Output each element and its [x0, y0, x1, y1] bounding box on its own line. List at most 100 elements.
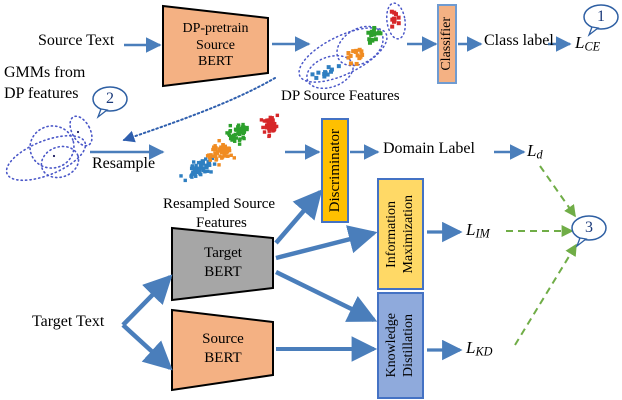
loss-im: LIM: [466, 220, 490, 242]
callout-1[interactable]: 1: [597, 8, 605, 25]
scatter-point: [206, 169, 210, 173]
scatter-point: [195, 166, 199, 171]
scatter-point: [209, 153, 213, 157]
dp-source-feature-ellipses: [298, 2, 407, 90]
scatter-point: [214, 154, 218, 159]
callout-bubble-1: [583, 4, 619, 37]
scatter-point: [234, 136, 239, 140]
loss-d-base: L: [527, 141, 537, 160]
scatter-point: [267, 134, 271, 139]
scatter-point: [226, 154, 230, 158]
scatter-point: [198, 164, 203, 168]
scatter-point: [265, 118, 269, 122]
scatter-point: [261, 125, 265, 130]
scatter-point: [212, 145, 216, 149]
scatter-point: [354, 61, 359, 66]
dp-pretrain-bert-shape[interactable]: [162, 4, 269, 88]
scatter-point: [189, 174, 193, 178]
callout-2[interactable]: 2: [106, 90, 114, 107]
scatter-point: [267, 128, 272, 132]
scatter-point: [325, 72, 330, 77]
callout-bubble-3: [571, 215, 607, 248]
label-domain-label: Domain Label: [383, 140, 475, 157]
label-resample: Resample: [92, 155, 156, 172]
loss-ce: LCE: [575, 33, 600, 55]
scatter-point: [202, 168, 206, 173]
scatter-point: [396, 15, 401, 20]
scatter-point: [367, 37, 372, 42]
scatter-point: [369, 29, 374, 34]
scatter-point: [346, 55, 351, 60]
target-bert-shape[interactable]: [171, 226, 274, 302]
scatter-point: [237, 129, 241, 133]
scatter-point: [396, 21, 401, 26]
scatter-point: [191, 160, 196, 164]
loss-kd: LKD: [466, 338, 492, 360]
scatter-point: [191, 170, 195, 174]
label-gmms-from: GMMs from: [4, 64, 86, 81]
scatter-point: [359, 49, 364, 54]
scatter-point: [237, 132, 242, 137]
scatter-point: [358, 54, 363, 59]
scatter-point: [227, 133, 232, 137]
dashed-lkd-to-total: [514, 243, 577, 346]
knowledge-distillation-shape[interactable]: [377, 292, 424, 399]
loss-d: Ld: [527, 141, 543, 163]
scatter-point: [194, 174, 198, 178]
label-target-text: Target Text: [32, 313, 105, 330]
scatter-point: [200, 166, 205, 170]
scatter-point: [241, 131, 245, 136]
scatter-point: [316, 70, 321, 75]
scatter-point: [237, 142, 242, 146]
loss-im-base: L: [466, 220, 476, 239]
scatter-point: [390, 24, 395, 29]
scatter-point: [215, 151, 220, 155]
scatter-point: [329, 67, 334, 72]
information-maximization-shape[interactable]: [377, 178, 424, 290]
scatter-point: [269, 119, 274, 123]
arrow-target-bert-to-infomax: [275, 225, 378, 261]
scatter-point: [219, 150, 224, 155]
scatter-point: [213, 151, 217, 155]
scatter-point: [267, 118, 271, 123]
scatter-point: [270, 124, 274, 129]
label-features: Features: [196, 215, 247, 231]
scatter-point: [223, 149, 227, 153]
source-bert-shape[interactable]: [171, 308, 274, 392]
scatter-point: [266, 120, 270, 125]
scatter-point: [268, 125, 272, 130]
scatter-point: [268, 115, 272, 120]
scatter-point: [209, 170, 213, 174]
gmm-ellipses-left: [5, 115, 93, 182]
dashed-ld-to-total: [539, 165, 576, 218]
arrow-dp-features-to-gmm: [122, 77, 276, 143]
callout-bubble-2: [92, 86, 128, 119]
scatter-point: [366, 30, 371, 35]
scatter-point: [193, 170, 197, 174]
scatter-point: [229, 153, 233, 157]
scatter-point: [233, 139, 237, 143]
scatter-point: [355, 53, 360, 58]
arrow-target-text-to-target-bert: [121, 274, 173, 327]
scatter-point: [375, 31, 380, 36]
scatter-point: [228, 129, 232, 134]
scatter-point: [196, 160, 201, 165]
discriminator-shape[interactable]: [321, 118, 349, 223]
scatter-point: [233, 127, 238, 131]
scatter-point: [272, 121, 277, 126]
scatter-point: [191, 172, 195, 176]
scatter-point: [354, 48, 359, 53]
label-resampled-source: Resampled Source: [163, 196, 276, 212]
classifier-shape[interactable]: [437, 4, 457, 84]
scatter-point: [323, 70, 328, 75]
loss-ce-base: L: [575, 33, 585, 52]
callout-3[interactable]: 3: [585, 219, 593, 236]
scatter-point: [208, 158, 213, 162]
scatter-point: [196, 170, 200, 175]
scatter-point: [194, 168, 198, 172]
scatter-point: [259, 118, 264, 122]
scatter-point: [389, 9, 394, 14]
scatter-point: [230, 138, 234, 142]
gmm-center-dot: [76, 130, 80, 134]
